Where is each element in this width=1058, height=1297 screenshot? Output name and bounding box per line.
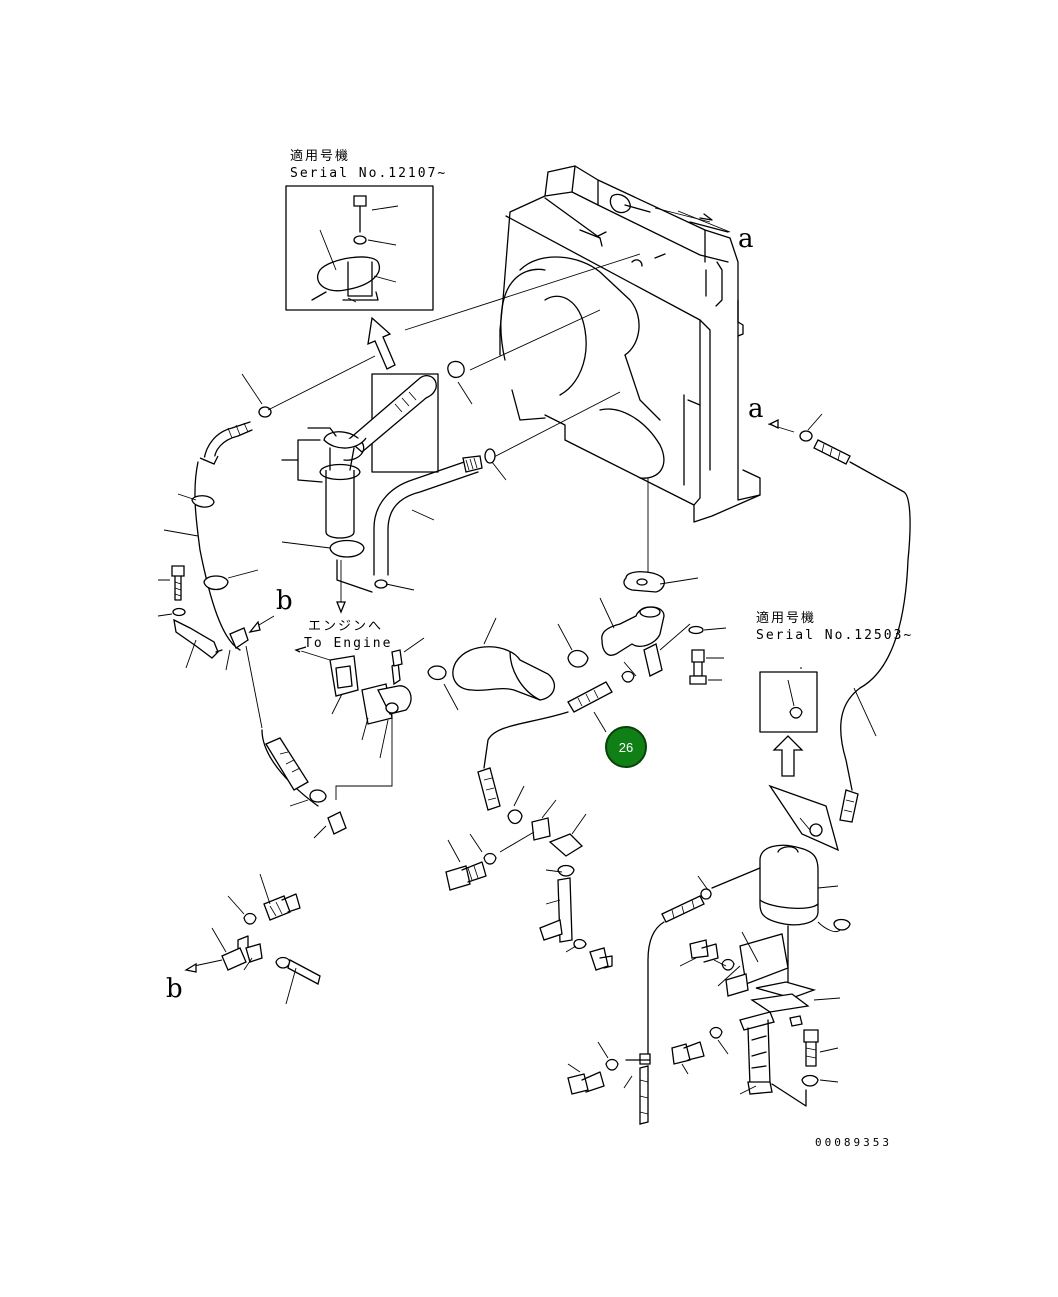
reserve-tank (759, 784, 851, 991)
tank-hose-bracket-set (567, 1041, 633, 1095)
upper-hose-group (281, 373, 439, 614)
s-pipe (373, 448, 507, 591)
leader-pipe-lower (491, 391, 621, 459)
inset-box-1 (285, 185, 434, 311)
right-return-line (767, 413, 911, 823)
upper-pipe-clamp (447, 360, 473, 405)
lower-right-bracket-set (671, 931, 841, 1107)
tank-overflow-hose (625, 867, 761, 1125)
view-b-group (184, 873, 321, 1005)
leader-pipe-upper (404, 253, 641, 331)
drain-valve-group (445, 785, 613, 971)
elbow-hose (427, 617, 589, 711)
view-mark-a-top: a (738, 224, 754, 254)
lower-left-hose (261, 690, 393, 839)
inset-arrow-1 (367, 316, 396, 370)
inset-box-2 (759, 667, 818, 777)
leader-a-top (677, 210, 731, 233)
to-engine-en: To Engine (304, 636, 393, 651)
left-bracket-set (157, 565, 263, 729)
inset-2-serial: Serial No.12503~ (756, 628, 914, 643)
to-engine-jp: エンジンへ (308, 619, 384, 634)
inset-1-title: 適用号機 (290, 149, 351, 164)
left-return-hose (163, 355, 376, 651)
figure-code: 00089353 (815, 1136, 892, 1149)
part-callout-26[interactable]: 26 (605, 726, 647, 768)
inset-2-title: 適用号機 (756, 611, 817, 626)
view-mark-b-lower: b (166, 974, 183, 1004)
inset-arrow-2 (772, 735, 804, 777)
radiator-assembly (499, 165, 761, 523)
view-mark-a-right: a (748, 394, 764, 424)
view-mark-b-upper: b (276, 586, 293, 616)
outlet-pipe (599, 571, 727, 685)
inset-1-serial: Serial No.12107~ (290, 166, 448, 181)
bypass-hose (477, 681, 613, 811)
thermostat-housing (294, 637, 425, 759)
